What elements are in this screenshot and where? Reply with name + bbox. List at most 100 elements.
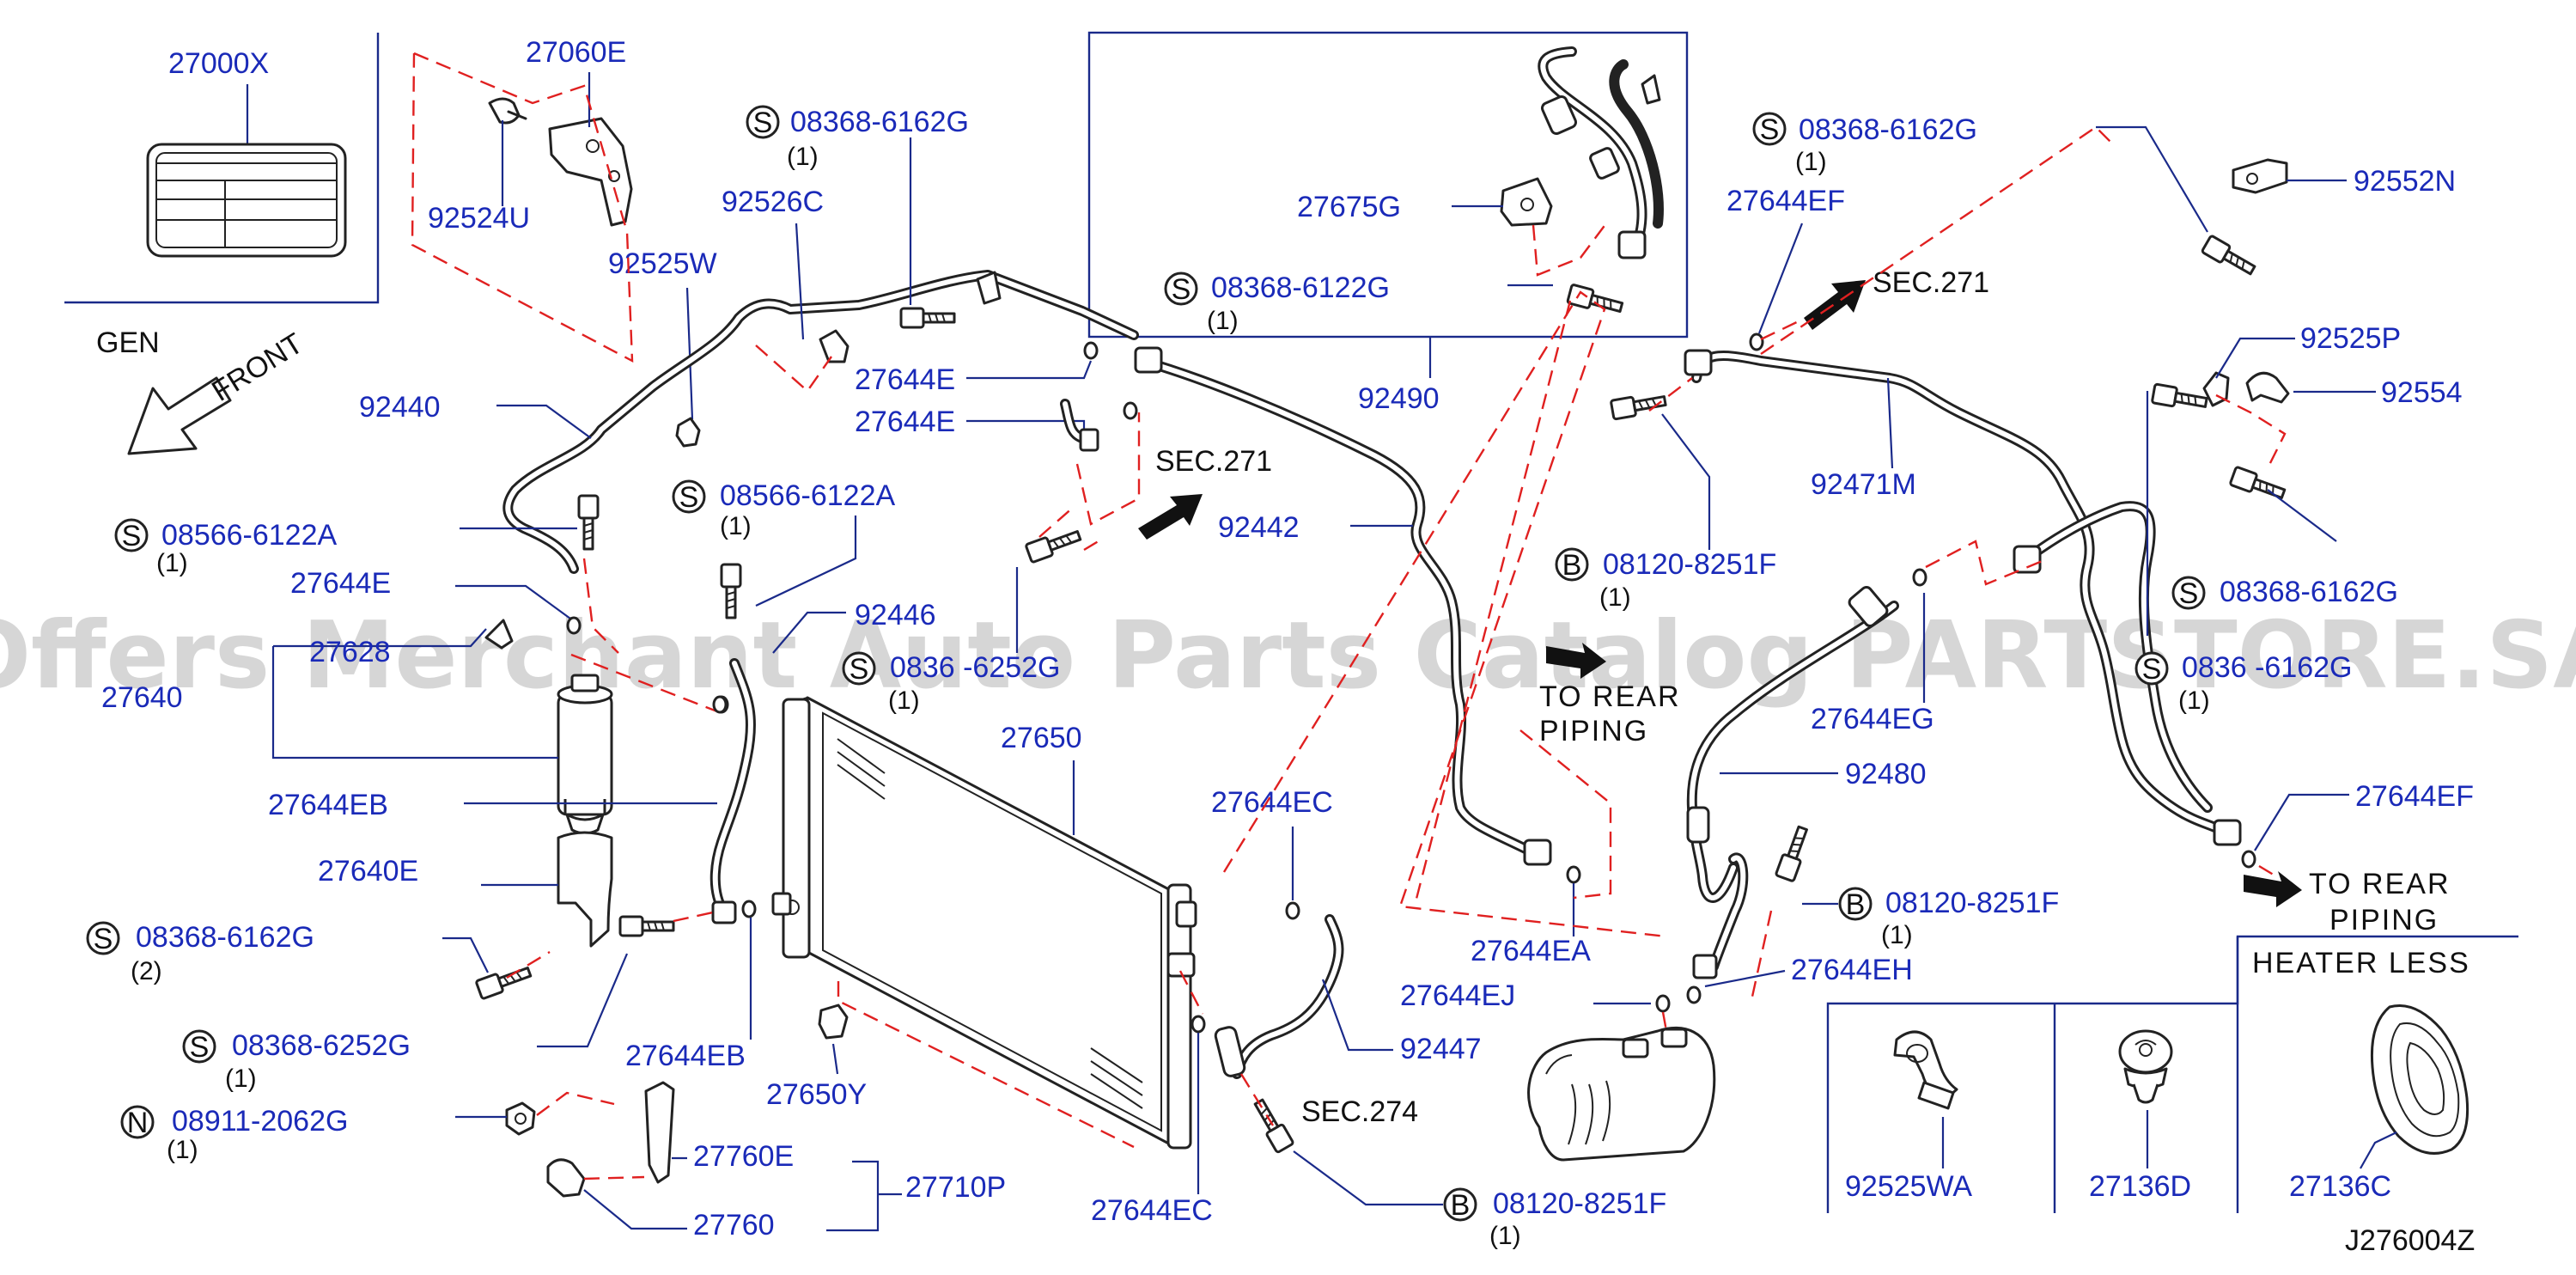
o-ring-icon	[1191, 1015, 1206, 1034]
part-label: 27650	[1001, 722, 1082, 754]
fastener-callout: S 0836 -6252G (1)	[842, 651, 1061, 715]
part-label: 27760	[693, 1209, 775, 1241]
sec271-arrow-icon	[1138, 494, 1203, 540]
part-label: 92526C	[722, 186, 824, 218]
fastener-qty: (1)	[1795, 148, 1827, 176]
part-label: 27136C	[2289, 1170, 2391, 1203]
svg-text:B: B	[1562, 549, 1582, 582]
fastener-label: 08566-6122A	[720, 479, 896, 512]
bolt-icon	[1024, 525, 1084, 564]
svg-text:B: B	[1846, 888, 1866, 921]
o-ring-icon	[566, 616, 582, 635]
part-label: 27644EB	[268, 789, 388, 821]
part-label: 27644EB	[625, 1040, 746, 1072]
clip-27136d-icon	[2118, 1029, 2173, 1104]
fastener-callout: S 08368-6122G (1)	[1164, 271, 1390, 335]
part-label: 92446	[855, 599, 936, 631]
o-ring-icon	[1912, 568, 1927, 587]
clamp-27760-icon	[546, 1158, 586, 1198]
o-ring-icon	[1749, 332, 1764, 351]
svg-text:S: S	[94, 923, 113, 955]
svg-text:S: S	[2142, 653, 2162, 686]
fastener-qty: (1)	[1207, 307, 1239, 335]
note-line: HEATER LESS	[2252, 947, 2470, 979]
o-ring-icon	[1285, 901, 1300, 920]
condenser-27650-icon	[771, 696, 1197, 1150]
fastener-label: 08368-6162G	[2220, 576, 2398, 608]
part-label: 92447	[1400, 1033, 1482, 1065]
svg-text:S: S	[679, 481, 699, 514]
section-ref: SEC.274	[1301, 1095, 1418, 1128]
bolt-icon	[474, 961, 534, 1001]
fastener-callout: B 08120-8251F (1)	[1555, 547, 1776, 612]
part-label: 27675G	[1297, 191, 1401, 223]
fastener-callout: N 08911-2062G (1)	[120, 1105, 348, 1164]
part-label: 27644EA	[1471, 935, 1591, 967]
fastener-label: 0836 -6252G	[890, 651, 1061, 684]
part-label: 27640	[101, 681, 183, 714]
section-ref: SEC.271	[1155, 445, 1272, 478]
part-label: 27136D	[2089, 1170, 2191, 1203]
fastener-callout: S 08566-6122A (1)	[672, 479, 896, 540]
note-line: TO REAR	[2309, 868, 2451, 900]
svg-text:S: S	[753, 107, 773, 139]
fastener-label: 0836 -6162G	[2182, 651, 2353, 684]
fastener-label: 08368-6122G	[1211, 271, 1390, 304]
part-label: 92440	[359, 391, 441, 424]
fastener-qty: (1)	[156, 549, 188, 577]
fastener-qty: (1)	[225, 1065, 257, 1093]
hose-92490-icon	[1538, 46, 1664, 259]
pipe-92447	[1214, 914, 1344, 1079]
part-label: 92490	[1358, 382, 1440, 415]
o-ring-icon	[1566, 865, 1581, 884]
bracket-92554-icon	[2245, 371, 2290, 404]
bolt-icon	[577, 494, 600, 551]
compressor-icon	[1527, 1026, 1716, 1162]
o-ring-icon	[1123, 401, 1138, 420]
pipe-92440	[502, 270, 1139, 574]
fastener-label: 08368-6162G	[1799, 113, 1977, 146]
bracket-27675g-icon	[1500, 177, 1553, 227]
bolt-icon	[1609, 390, 1668, 421]
clip-92525w-icon	[675, 417, 701, 448]
fastener-callout: S 08368-6162G (2)	[86, 921, 314, 985]
fastener-callout: S 08368-6252G (1)	[182, 1029, 411, 1093]
fastener-label: 08368-6162G	[136, 921, 314, 954]
fastener-label: 08120-8251F	[1603, 548, 1776, 581]
fastener-qty: (1)	[1881, 921, 1913, 949]
pipe-92446	[709, 658, 757, 924]
pipe-92471m	[1684, 349, 2242, 846]
grommet-27650y-icon	[818, 1004, 849, 1040]
fastener-qty: (1)	[1489, 1222, 1521, 1250]
svg-text:S: S	[850, 653, 869, 686]
fitting-icon	[1060, 399, 1099, 452]
fastener-label: 08566-6122A	[161, 519, 338, 552]
bracket-27640e-icon	[557, 831, 613, 948]
bolt-icon	[2200, 234, 2259, 280]
bracket-27060e-icon	[548, 117, 633, 227]
hose-92480	[1686, 585, 1899, 979]
bolt-icon	[1774, 823, 1813, 883]
fastener-label: 08120-8251F	[1885, 887, 2059, 919]
fastener-qty: (1)	[787, 143, 819, 171]
bolt-icon	[2150, 382, 2209, 413]
section-ref: SEC.271	[1873, 266, 1989, 299]
part-label: 27644EG	[1811, 703, 1934, 735]
part-label: 92525P	[2300, 322, 2401, 355]
svg-text:S: S	[1172, 273, 1191, 306]
bracket-92552n-icon	[2232, 158, 2288, 194]
nut-icon	[505, 1101, 536, 1136]
fastener-qty: (2)	[131, 957, 162, 985]
part-label: 92525WA	[1845, 1170, 1972, 1203]
fastener-label: 08120-8251F	[1493, 1187, 1666, 1220]
clip-92525wa-icon	[1893, 1030, 1958, 1110]
part-label: 27000X	[168, 47, 269, 80]
part-label: 92480	[1845, 758, 1927, 790]
bolt-icon	[618, 915, 675, 937]
o-ring-icon	[1655, 994, 1671, 1013]
part-label: 27644EH	[1791, 954, 1913, 986]
svg-text:B: B	[1451, 1189, 1471, 1222]
clip-92526c-icon	[819, 329, 850, 363]
part-label: 27640E	[318, 855, 418, 888]
note-line: PIPING	[2329, 904, 2439, 936]
